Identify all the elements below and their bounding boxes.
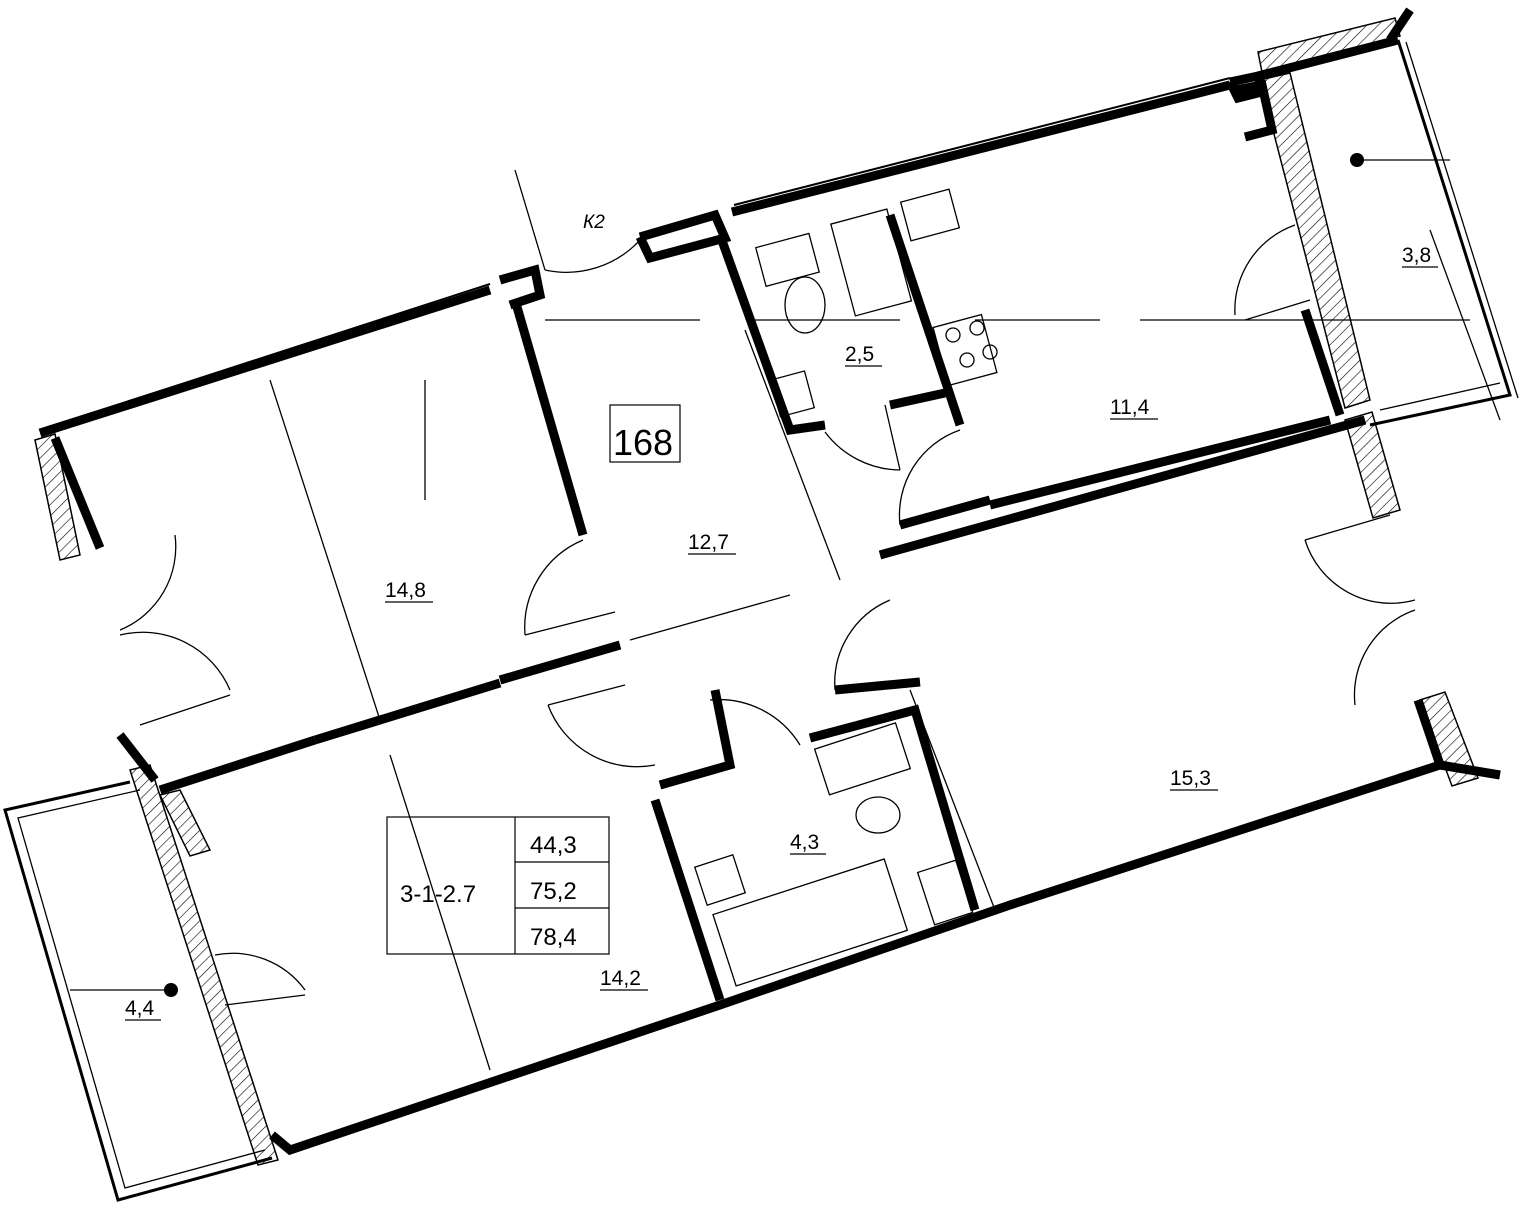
apartment-number: 168 [613,422,673,463]
balcony-right [1369,39,1519,427]
total-area-with-balcony: 78,4 [530,924,577,951]
doors [119,169,1416,1006]
room-area-balcony-left: 4,4 [125,997,155,1020]
room-area-bathroom-small: 2,5 [845,343,874,366]
bathroom-small-fixtures [754,208,913,418]
balcony-left [3,780,273,1202]
balcony-markers [70,153,1450,997]
room-area-living-room: 15,3 [1170,767,1211,790]
living-area: 44,3 [530,832,577,859]
kitchen-fixtures [899,188,998,387]
bathroom-large-fixtures [693,722,974,987]
room-area-bedroom-left: 14,8 [385,579,426,602]
room-area-balcony-right: 3,8 [1402,244,1431,267]
room-area-bathroom-large: 4,3 [790,831,819,854]
hatched-walls [34,17,1479,1166]
room-area-hall: 12,7 [688,531,729,554]
room-labels: 14,8 12,7 2,5 11,4 3,8 14,2 4,3 15,3 4,4 [125,244,1438,1021]
exterior-walls [38,7,1501,1156]
area-summary-table [386,816,610,955]
room-area-kitchen: 11,4 [1110,396,1150,419]
total-area: 75,2 [530,878,577,905]
zone-lines [269,229,1501,1071]
apartment-code: 3-1-2.7 [400,881,476,908]
interior-walls [158,79,1367,1002]
apartment-number-box [609,404,681,463]
room-area-bedroom-bottom: 14,2 [600,967,641,990]
riser-label: К2 [583,212,605,233]
